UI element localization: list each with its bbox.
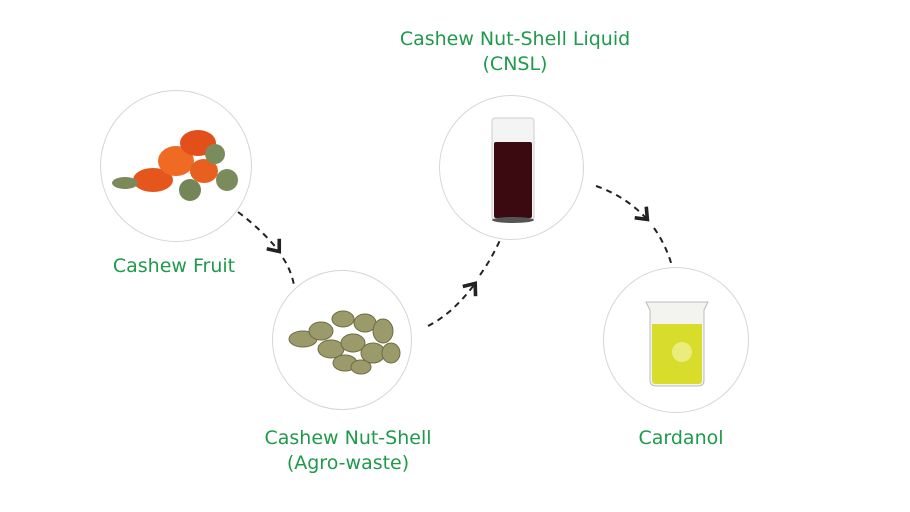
cashew-nut-shell-label: Cashew Nut-Shell [264, 427, 432, 449]
cashew-nut-shell-circle [272, 270, 412, 410]
cardanol-label: Cardanol [638, 427, 724, 449]
arrow-shell-to-cnsl-tail [479, 239, 501, 276]
arrow-fruit-to-shell-tail [282, 257, 295, 286]
arrow-cnsl-to-cardanol [595, 185, 650, 222]
cashew-fruit-icon [112, 130, 238, 201]
arrow-shell-to-cnsl [427, 281, 478, 327]
cnsl-sublabel: (CNSL) [482, 53, 548, 75]
cnsl-glass-icon [491, 117, 535, 223]
arrow-cnsl-to-cardanol-tail [653, 227, 673, 267]
cashew-fruit-label: Cashew Fruit [112, 255, 236, 277]
cashew-nut-shell-sublabel: (Agro-waste) [286, 452, 410, 474]
cnsl-label: Cashew Nut-Shell Liquid [399, 28, 631, 50]
cashew-nut-shell-icon [288, 310, 401, 375]
arrow-fruit-to-shell [237, 211, 282, 254]
cardanol-beaker-icon [645, 301, 709, 387]
cashew-fruit-circle [100, 90, 252, 242]
cardanol-circle [603, 267, 749, 413]
cnsl-circle [439, 95, 584, 240]
